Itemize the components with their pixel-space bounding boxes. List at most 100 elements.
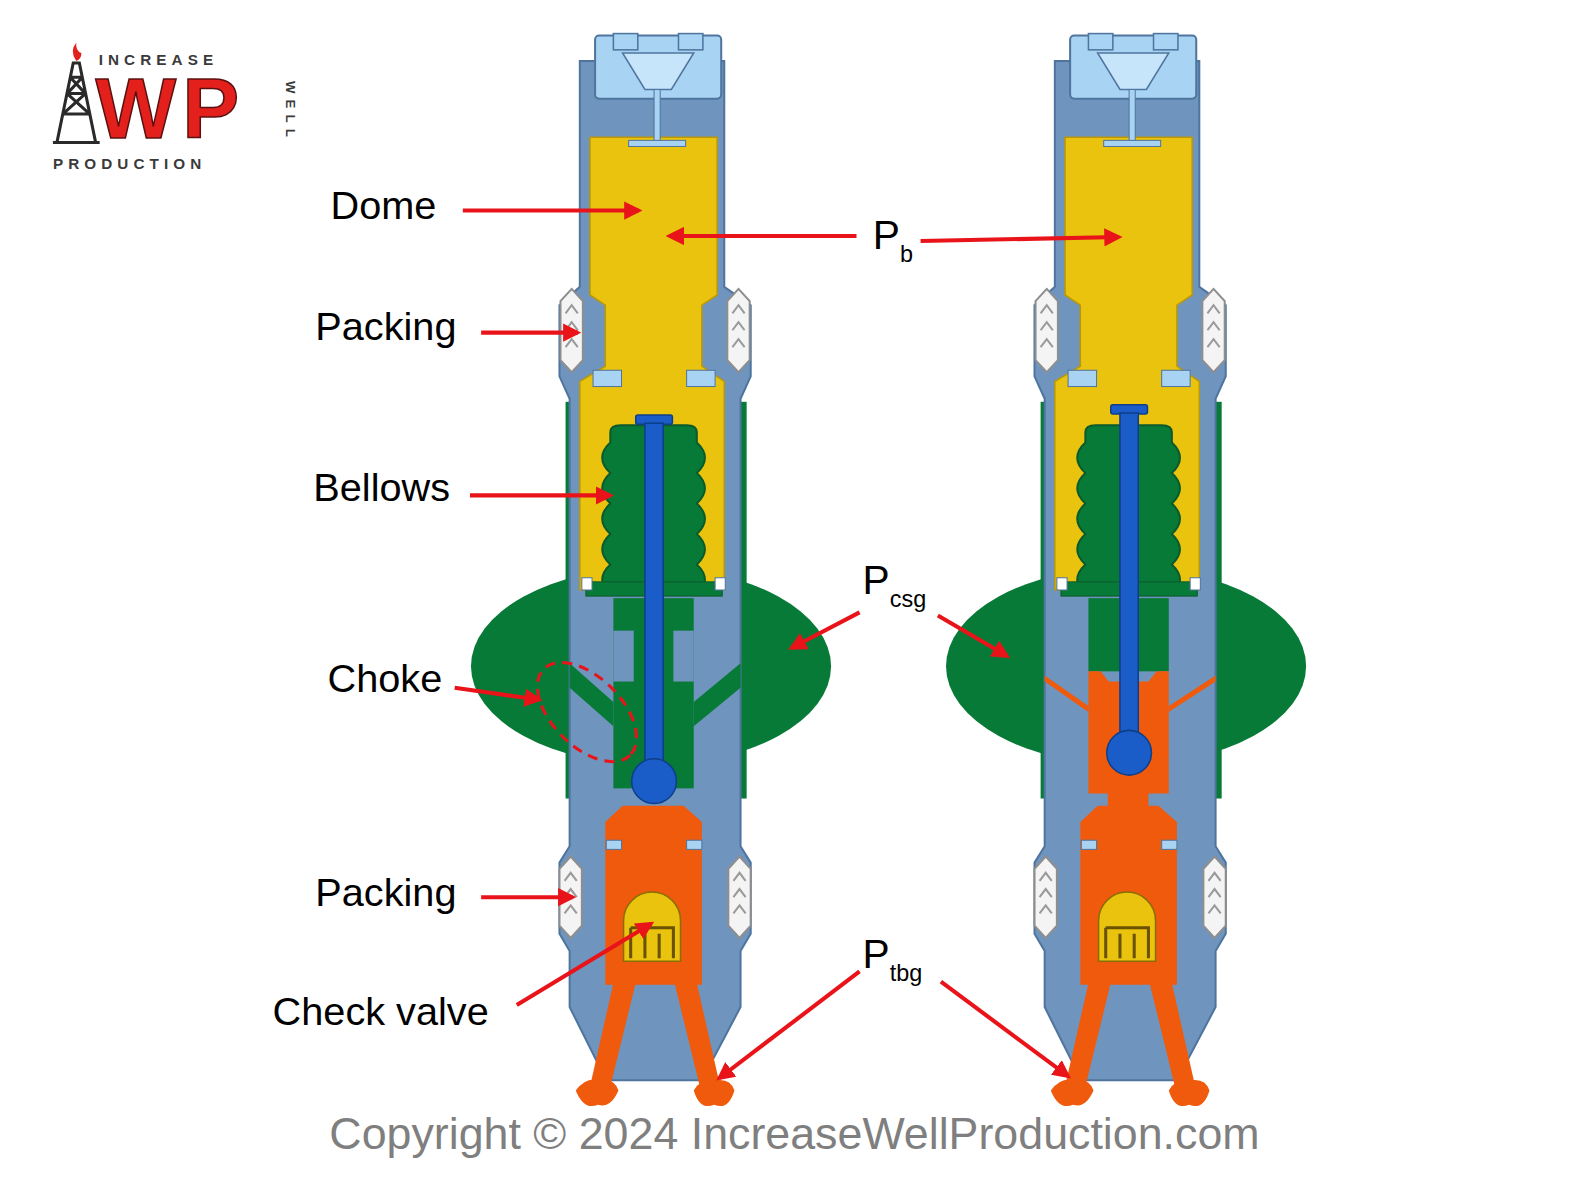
choke-port [1169, 675, 1216, 712]
gas-lift-valve [946, 34, 1306, 1107]
dome-tab [687, 370, 715, 386]
leader-arrow [921, 237, 1119, 241]
valve-stem [1120, 413, 1138, 741]
packing-chevron [733, 889, 745, 897]
packing-chevron [1041, 322, 1053, 330]
logo-mark: WP [96, 66, 246, 151]
tubing-chamber [1080, 806, 1177, 985]
pressure-label: Ptbg [863, 933, 923, 985]
outlet-flow [1051, 1079, 1094, 1106]
pressure-label: Pcsg [863, 559, 927, 611]
packing-ring [728, 856, 750, 937]
check-valve [1099, 892, 1156, 961]
packing-chevron [733, 873, 745, 881]
packing-chevron [732, 339, 744, 347]
bellows-seal [1057, 578, 1067, 590]
seat-block [673, 631, 693, 682]
dome-tab [1068, 370, 1096, 386]
check-valve [624, 892, 681, 961]
leader-arrow [455, 688, 539, 700]
packing-chevron [733, 905, 745, 913]
valve-ball [1107, 730, 1152, 775]
check-valve-slots [1106, 928, 1149, 959]
leader-arrow [719, 971, 859, 1078]
packing-ring [1203, 856, 1225, 937]
packing-chevron [565, 873, 577, 881]
choke-highlight [519, 644, 654, 779]
packing-chevron [732, 305, 744, 313]
cap-lug [1088, 34, 1112, 50]
packing-ring [1036, 289, 1058, 372]
fill-valve [1098, 53, 1169, 90]
outlet-flow [576, 1079, 619, 1106]
valve-stem [645, 423, 663, 769]
choke-port [570, 663, 614, 726]
dome-tab [593, 370, 621, 386]
packing-chevron [1207, 339, 1219, 347]
choke-port [1045, 675, 1089, 712]
valve-ball [632, 759, 677, 804]
packing-chevron [1040, 889, 1052, 897]
leader-arrow [470, 493, 610, 497]
packing-chevron [1208, 873, 1220, 881]
packing-chevron [566, 305, 578, 313]
packing-ring [1035, 856, 1057, 937]
dome-tab [1162, 370, 1190, 386]
packing-chevron [1040, 873, 1052, 881]
choke-port [694, 663, 741, 726]
fill-valve [623, 53, 694, 90]
copyright-notice: Copyright © 2024 IncreaseWellProduction.… [329, 1112, 1259, 1157]
cap-lug [1154, 34, 1178, 50]
part-label: Dome [331, 186, 437, 226]
fill-stem [1129, 90, 1135, 143]
outlet-port [590, 979, 637, 1087]
derrick-frame [53, 63, 100, 142]
leader-arrow [791, 612, 859, 648]
packing-chevron [1208, 905, 1220, 913]
part-label: Bellows [313, 467, 450, 507]
part-label: Choke [328, 659, 443, 699]
logo-derrick [53, 43, 100, 143]
packing-chevron [732, 322, 744, 330]
chamber-tab [606, 840, 621, 849]
leader-arrow [517, 924, 651, 1005]
leader-arrow [938, 615, 1007, 656]
leader-arrow [481, 331, 578, 335]
part-label: Packing [315, 872, 456, 912]
packing-chevron [1041, 305, 1053, 313]
packing-chevron [565, 905, 577, 913]
outlet-port [1065, 979, 1112, 1087]
cap-lug [678, 34, 702, 50]
packing-chevron [1207, 322, 1219, 330]
bellows-seal [582, 578, 592, 590]
outlet-port [673, 979, 720, 1087]
outlet-flow [1169, 1079, 1210, 1106]
part-label: Check valve [273, 991, 489, 1031]
packing-chevron [1207, 305, 1219, 313]
gas-lift-valve [471, 34, 831, 1107]
leader-arrow [941, 982, 1068, 1077]
tubing-chamber [605, 806, 702, 985]
packing-chevron [1041, 339, 1053, 347]
logo-text: INCREASE [99, 51, 219, 66]
leader-arrow [669, 234, 856, 238]
packing-ring [727, 289, 749, 372]
valve-body [559, 61, 750, 1080]
fill-seat [1104, 140, 1161, 146]
packing-chevron [1208, 889, 1220, 897]
chamber-tab [1081, 840, 1096, 849]
fill-stem [654, 90, 660, 143]
packing-chevron [566, 339, 578, 347]
outlet-port [1148, 979, 1195, 1087]
outlet-flow [694, 1079, 735, 1106]
logo-text: WELL [284, 81, 297, 143]
bellows-seal [1190, 578, 1200, 590]
packing-chevron [1040, 905, 1052, 913]
leader-arrow [463, 209, 639, 213]
bellows-seal [715, 578, 725, 590]
packing-ring [1202, 289, 1224, 372]
packing-chevron [566, 322, 578, 330]
cap-lug [613, 34, 637, 50]
leader-arrow [481, 895, 573, 899]
